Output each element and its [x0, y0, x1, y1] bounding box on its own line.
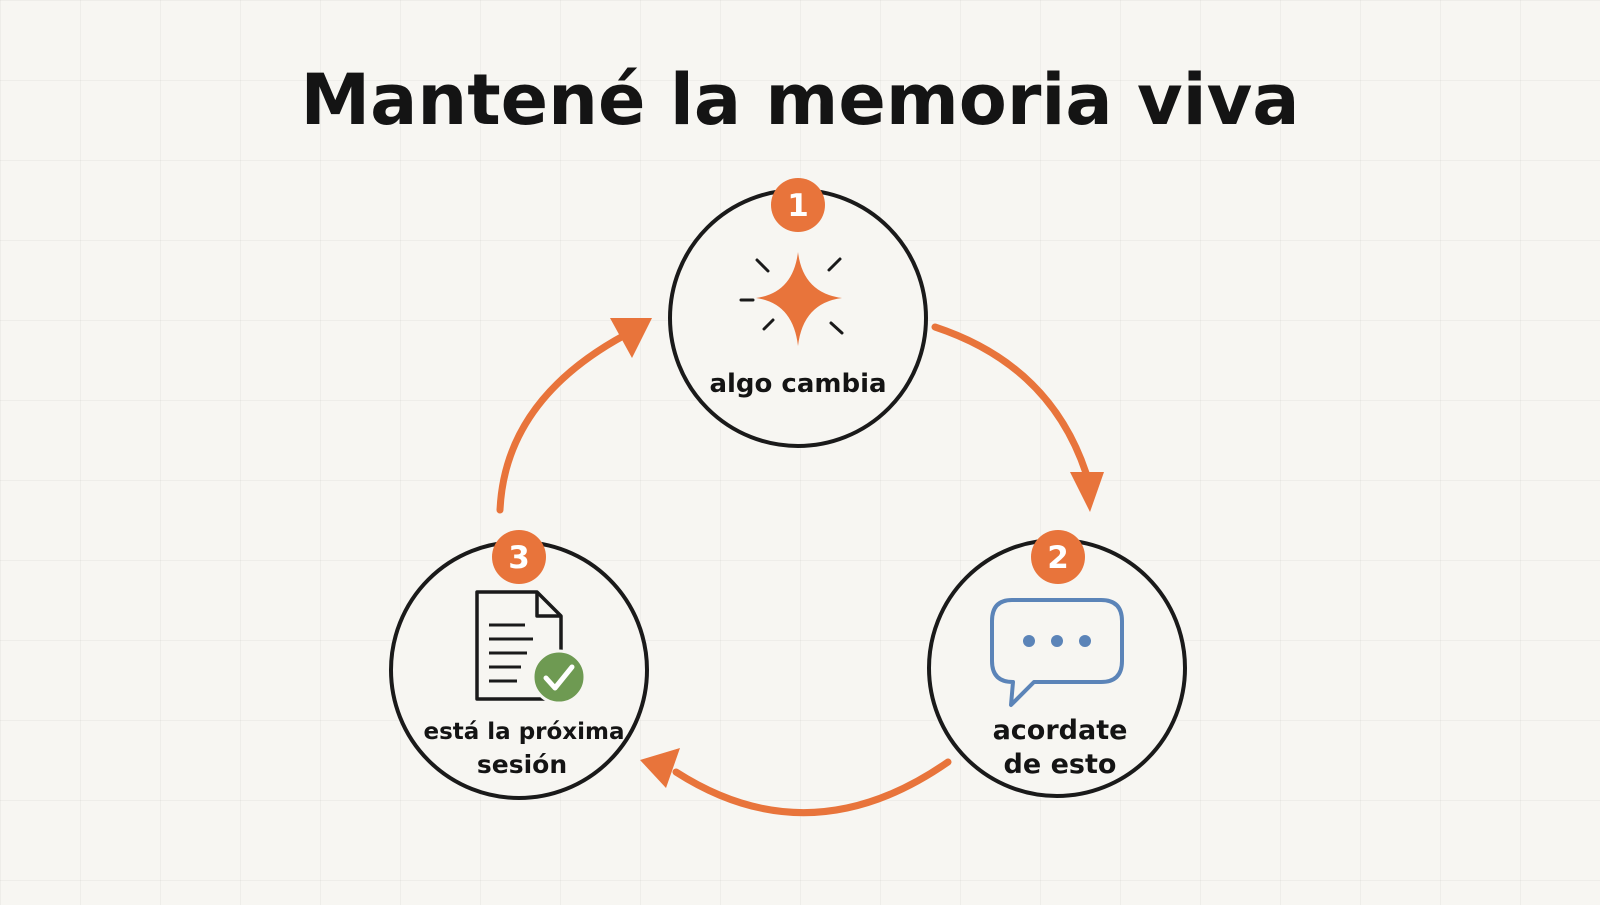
arrow-2-to-3	[672, 758, 952, 816]
step-3-label-line-2: sesión	[477, 750, 567, 779]
arrow-1-to-2	[931, 323, 1090, 477]
step-2-label-line-2: de esto	[1004, 749, 1117, 780]
step-1-node: algo cambia 1	[668, 178, 928, 448]
step-3-badge-number: 3	[508, 540, 530, 576]
page-title: Mantené la memoria viva	[300, 59, 1299, 141]
speech-bubble-icon	[990, 598, 1124, 707]
step-2-badge	[1031, 530, 1085, 584]
arrowhead-3-to-1	[610, 318, 652, 358]
step-3-badge	[492, 530, 546, 584]
arrowhead-2-to-3	[640, 748, 680, 788]
document-check-icon	[475, 590, 587, 705]
step-2-label-line-1: acordate	[993, 715, 1128, 746]
step-1-badge-number: 1	[787, 188, 809, 224]
step-2-node: acordate de esto 2	[927, 530, 1187, 798]
sparkle-icon	[739, 252, 844, 346]
step-2-badge-number: 2	[1047, 540, 1069, 576]
step-1-label: algo cambia	[709, 369, 886, 399]
step-3-node: está la próxima sesión 3	[389, 530, 649, 800]
arrow-3-to-1	[496, 331, 629, 514]
arrowhead-1-to-2	[1070, 472, 1104, 512]
step-3-label-line-1: está la próxima	[423, 719, 624, 745]
step-1-badge	[771, 178, 825, 232]
